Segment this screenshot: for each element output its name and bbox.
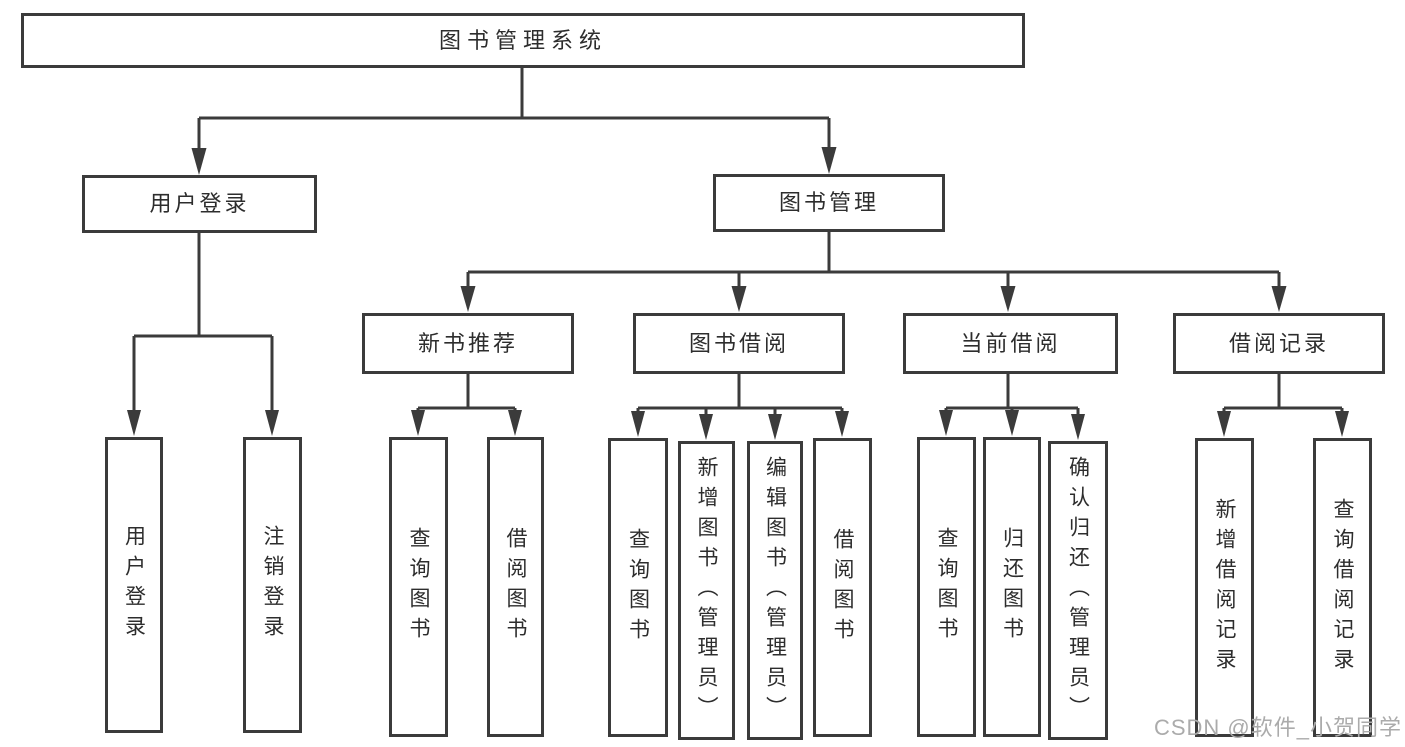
leaf-user-login-label: 用户登录 [122, 525, 146, 645]
leaf-add-books-admin-label: 新增图书（管理员） [695, 455, 718, 726]
leaf-add-books-admin: 新增图书（管理员） [678, 441, 735, 740]
node-user-login-label: 用户登录 [149, 191, 250, 216]
node-borrowing-records-label: 借阅记录 [1228, 330, 1329, 356]
node-new-book-recommendation: 新书推荐 [362, 313, 574, 374]
leaf-query-borrow-record: 查询借阅记录 [1313, 438, 1372, 737]
arrowheads [127, 147, 1349, 440]
leaf-borrow-books-label: 借阅图书 [504, 527, 527, 647]
leaf-query-books-label: 查询图书 [626, 527, 650, 648]
leaf-borrow-books: 借阅图书 [813, 438, 872, 737]
node-borrowing-records: 借阅记录 [1173, 313, 1385, 374]
connector-borrowing [636, 374, 844, 415]
leaf-user-login: 用户登录 [105, 437, 163, 733]
connector-current [944, 374, 1080, 415]
node-book-borrowing-label: 图书借阅 [688, 330, 789, 356]
connector-new-book [416, 374, 517, 412]
connector-records [1222, 374, 1344, 412]
node-book-borrowing: 图书借阅 [633, 313, 845, 374]
connector-root [197, 68, 831, 149]
leaf-query-books-label: 查询图书 [935, 527, 958, 647]
leaf-query-books: 查询图书 [608, 438, 668, 737]
node-root: 图书管理系统 [21, 13, 1025, 68]
watermark: CSDN @软件_小贺同学 [1153, 715, 1402, 740]
node-new-book-recommendation-label: 新书推荐 [417, 330, 518, 356]
node-root-label: 图书管理系统 [438, 27, 607, 53]
connector-user-login [132, 233, 274, 411]
node-current-borrowing: 当前借阅 [903, 313, 1118, 374]
leaf-query-books-label: 查询图书 [407, 527, 430, 647]
node-book-management: 图书管理 [713, 174, 945, 232]
leaf-logout: 注销登录 [243, 437, 302, 733]
leaf-logout-label: 注销登录 [261, 525, 284, 645]
leaf-borrow-books: 借阅图书 [487, 437, 544, 737]
leaf-confirm-return-admin: 确认归还（管理员） [1048, 441, 1108, 740]
leaf-query-books: 查询图书 [389, 437, 448, 737]
leaf-query-borrow-record-label: 查询借阅记录 [1331, 497, 1354, 678]
leaf-edit-books-admin: 编辑图书（管理员） [747, 441, 803, 740]
connector-book-management [466, 232, 1281, 287]
leaf-return-books: 归还图书 [983, 437, 1041, 737]
leaf-return-books-label: 归还图书 [1000, 527, 1024, 647]
leaf-add-borrow-record-label: 新增借阅记录 [1213, 497, 1236, 678]
node-book-management-label: 图书管理 [778, 190, 879, 215]
node-user-login: 用户登录 [82, 175, 317, 233]
leaf-confirm-return-admin-label: 确认归还（管理员） [1066, 455, 1090, 726]
leaf-borrow-books-label: 借阅图书 [831, 527, 854, 648]
leaf-query-books: 查询图书 [917, 437, 976, 737]
node-current-borrowing-label: 当前借阅 [960, 330, 1061, 356]
leaf-edit-books-admin-label: 编辑图书（管理员） [763, 455, 787, 726]
leaf-add-borrow-record: 新增借阅记录 [1195, 438, 1254, 737]
